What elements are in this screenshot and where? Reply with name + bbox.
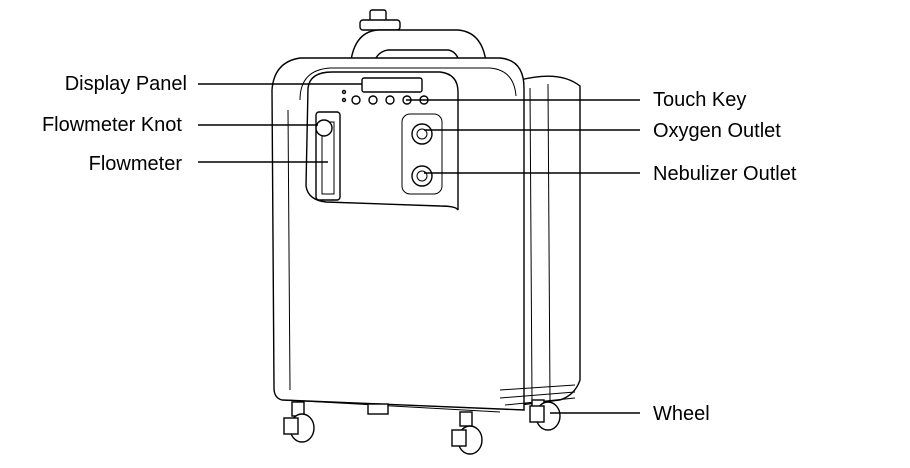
label-display-panel: Display Panel (64, 73, 187, 95)
wheels (283, 399, 561, 455)
display-screen (361, 77, 423, 93)
outlets (401, 113, 443, 195)
label-nebulizer-outlet: Nebulizer Outlet (653, 163, 797, 185)
top-connector (359, 9, 401, 31)
label-flowmeter: Flowmeter (88, 153, 182, 175)
label-wheel: Wheel (653, 403, 710, 425)
label-touch-key: Touch Key (653, 89, 747, 111)
flowmeter-tube (315, 111, 341, 201)
oxygen-outlet-port (411, 123, 433, 145)
nebulizer-outlet-port (411, 165, 433, 187)
leader-lines (198, 83, 640, 414)
label-flowmeter-knot: Flowmeter Knot (41, 114, 182, 136)
label-oxygen-outlet: Oxygen Outlet (653, 120, 781, 142)
flowmeter-knob (315, 119, 333, 137)
